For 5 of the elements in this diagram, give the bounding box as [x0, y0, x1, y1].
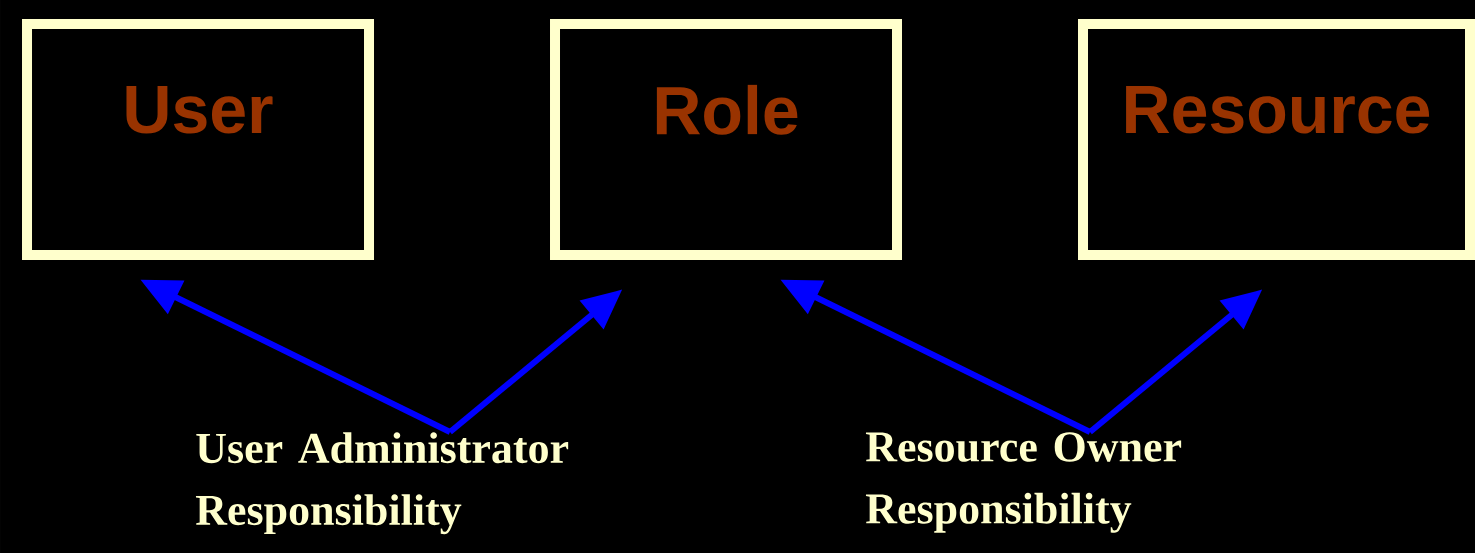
entity-box: User	[22, 19, 374, 260]
responsibility-label: User Administrator Responsibility	[195, 432, 569, 535]
responsibility-label: Resource Owner Responsibility	[865, 432, 1182, 533]
entity-box: Resource	[1078, 19, 1475, 260]
entity-box: Role	[550, 19, 902, 260]
